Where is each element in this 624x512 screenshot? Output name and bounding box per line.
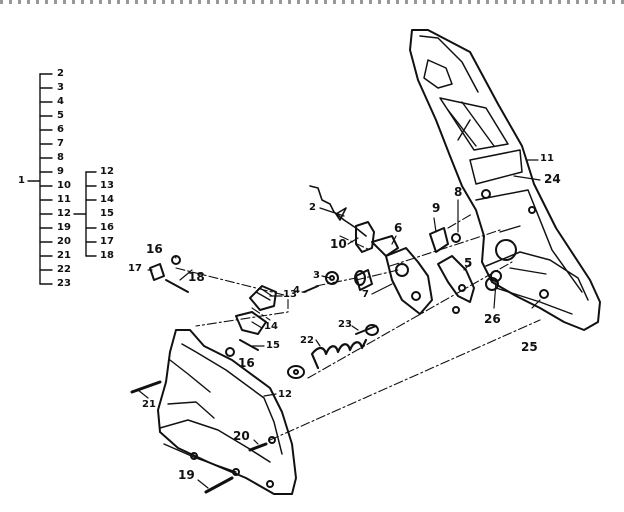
index-item: 4: [57, 96, 64, 107]
index-item: 5: [57, 110, 64, 121]
index-item: 8: [57, 152, 64, 163]
leader-lines: [137, 159, 541, 489]
index-subitem: 18: [100, 250, 114, 261]
index-subitem: 17: [100, 236, 114, 247]
bushing-part-4: [354, 269, 373, 291]
index-item: 9: [57, 166, 64, 177]
callout-18: 18: [188, 270, 205, 284]
bracket-part-14: [235, 311, 267, 335]
wire-part-2: [309, 185, 367, 237]
callout-16-lower: 16: [238, 356, 255, 370]
screw-part-20: [248, 442, 268, 452]
index-item: 2: [57, 68, 64, 79]
callout-13: 13: [283, 289, 297, 300]
spring-part-6: [371, 235, 399, 257]
retainer-part-10: [355, 221, 375, 253]
callout-15: 15: [266, 340, 280, 351]
index-item: 22: [57, 264, 71, 275]
index-subitem: 14: [100, 194, 114, 205]
callout-4: 4: [293, 285, 300, 296]
screw-part-8: [451, 233, 461, 243]
pawl-part-9: [429, 227, 449, 253]
scan-edge-artifact: [0, 0, 624, 4]
index-item: 11: [57, 194, 71, 205]
callout-16-upper: 16: [146, 242, 163, 256]
callout-8: 8: [454, 185, 463, 199]
index-item: 6: [57, 124, 64, 135]
knob-part-13: [249, 285, 277, 311]
handle-bracket-part-11: [409, 29, 601, 331]
index-item: 21: [57, 250, 71, 261]
pin-part-18: [165, 279, 189, 293]
index-item: 12: [57, 208, 71, 219]
screw-part-15: [239, 339, 259, 351]
index-subitem: 13: [100, 180, 114, 191]
callout-26: 26: [484, 312, 501, 326]
callout-22: 22: [300, 335, 314, 346]
callout-21: 21: [142, 399, 156, 410]
grommet-part-23: [355, 324, 379, 336]
index-item: 7: [57, 138, 64, 149]
callout-17: 17: [128, 263, 142, 274]
callout-6: 6: [394, 221, 403, 235]
callout-24: 24: [544, 172, 561, 186]
parts-index-tree: [27, 73, 97, 285]
callout-12: 12: [278, 389, 292, 400]
callout-14: 14: [264, 321, 278, 332]
index-item: 23: [57, 278, 71, 289]
cover-plate-part-12: [157, 329, 297, 495]
index-subitem: 12: [100, 166, 114, 177]
clip-part-17: [149, 263, 165, 281]
callout-3: 3: [313, 270, 320, 281]
index-root-label: 1: [18, 175, 25, 186]
callout-9: 9: [432, 201, 441, 215]
callout-5: 5: [464, 256, 473, 270]
callout-11: 11: [540, 153, 554, 164]
grommet-part-26: [490, 270, 502, 282]
nut-part-16: [171, 255, 235, 357]
screw-part-19: [204, 476, 234, 494]
screw-part-4: [303, 285, 319, 293]
callout-7: 7: [362, 289, 369, 300]
callout-20: 20: [233, 429, 250, 443]
lever-part-7: [385, 247, 433, 315]
callout-2: 2: [309, 202, 316, 213]
index-item: 20: [57, 236, 71, 247]
index-item: 3: [57, 82, 64, 93]
index-item: 19: [57, 222, 71, 233]
callout-23: 23: [338, 319, 352, 330]
index-subitem: 15: [100, 208, 114, 219]
latch-part-5: [437, 255, 475, 314]
callout-25: 25: [521, 340, 538, 354]
spring-part-22: [287, 338, 368, 379]
screw-part-21: [130, 380, 162, 394]
index-subitem: 16: [100, 222, 114, 233]
callout-10: 10: [330, 237, 347, 251]
index-item: 10: [57, 180, 71, 191]
callout-19: 19: [178, 468, 195, 482]
